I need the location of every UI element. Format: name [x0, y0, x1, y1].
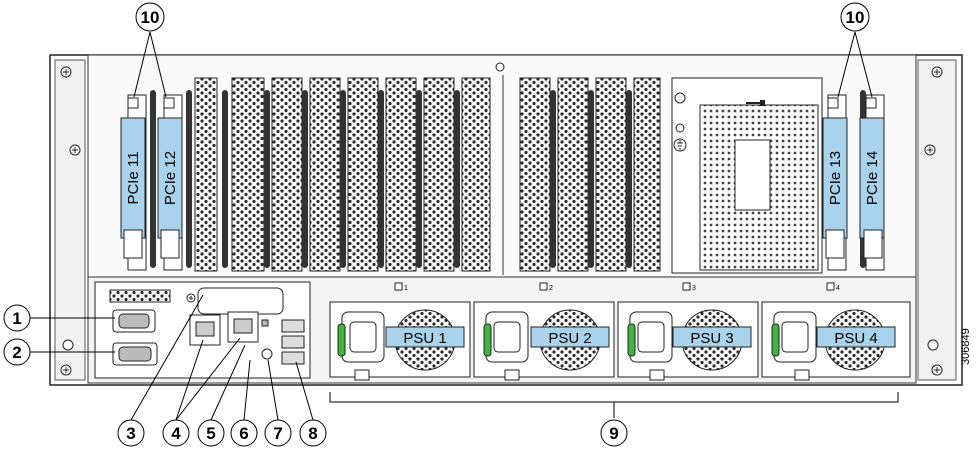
callout-6: 6 — [230, 419, 258, 447]
screw-icon — [931, 364, 943, 376]
psu-3: PSU 3 — [617, 301, 759, 381]
figure-id: 306849 — [960, 328, 972, 365]
screw-icon — [931, 66, 943, 78]
fan-grille — [671, 77, 823, 274]
callout-4: 4 — [162, 419, 190, 447]
psu-bay-number: 4 — [836, 285, 840, 292]
screw-icon — [69, 144, 81, 156]
psu-label: PSU 1 — [403, 330, 446, 347]
pcie-slot-label: PCIe 14 — [864, 151, 881, 205]
svg-text:5: 5 — [206, 424, 215, 443]
callout-10a: 10 — [135, 2, 165, 32]
callout-3: 3 — [117, 419, 145, 447]
svg-text:4: 4 — [171, 424, 181, 443]
svg-text:10: 10 — [846, 8, 865, 27]
callout-9: 9 — [600, 419, 628, 447]
rj45-port-1 — [189, 314, 221, 346]
screw-icon — [60, 66, 72, 78]
callout-10b: 10 — [840, 2, 870, 32]
pcie-slot-label: PCIe 13 — [827, 151, 844, 205]
svg-text:2: 2 — [12, 343, 21, 362]
svg-text:3: 3 — [126, 424, 135, 443]
psu-4: PSU 4 — [761, 301, 911, 381]
blank-slot-covers — [150, 75, 866, 275]
callout-8: 8 — [299, 419, 327, 447]
psu-label: PSU 4 — [834, 330, 877, 347]
pcie-slot-12: PCIe 12 — [157, 94, 183, 271]
psu-bay-number: 1 — [404, 285, 408, 292]
psu-bay-number: 3 — [692, 285, 696, 292]
ground-icon — [673, 138, 687, 152]
callout-1: 1 — [3, 304, 31, 332]
callout-7: 7 — [264, 419, 292, 447]
screw-icon — [60, 364, 72, 376]
vga-port — [112, 342, 158, 366]
svg-text:10: 10 — [141, 8, 160, 27]
svg-text:9: 9 — [609, 424, 618, 443]
psu-1: PSU 1 — [329, 301, 471, 381]
callout-5: 5 — [197, 419, 225, 447]
screw-icon — [924, 144, 936, 156]
rj45-port-2 — [227, 311, 259, 343]
pcie-slot-label: PCIe 12 — [162, 151, 179, 205]
callout-leaders — [30, 31, 899, 421]
screw-icon — [186, 293, 196, 303]
io-module — [94, 281, 311, 379]
usb-ports — [281, 319, 305, 365]
pcie-slot-13: PCIe 13 — [822, 94, 848, 271]
psu-bay-numbers: 1 2 3 4 — [394, 282, 840, 292]
callout-2: 2 — [3, 338, 31, 366]
svg-text:6: 6 — [239, 424, 248, 443]
psu-2: PSU 2 — [473, 301, 615, 381]
psu-label: PSU 2 — [548, 330, 591, 347]
lock-icon — [746, 100, 765, 106]
pcie-slot-label: PCIe 11 — [125, 151, 142, 204]
svg-text:7: 7 — [273, 424, 282, 443]
serial-port-1 — [112, 309, 156, 333]
pcie-slot-11: PCIe 11 — [120, 94, 147, 271]
psu-bay-number: 2 — [549, 285, 553, 292]
svg-text:8: 8 — [308, 424, 317, 443]
psu-label: PSU 3 — [690, 330, 733, 347]
svg-text:1: 1 — [12, 309, 21, 328]
pcie-slot-14: PCIe 14 — [859, 94, 885, 271]
